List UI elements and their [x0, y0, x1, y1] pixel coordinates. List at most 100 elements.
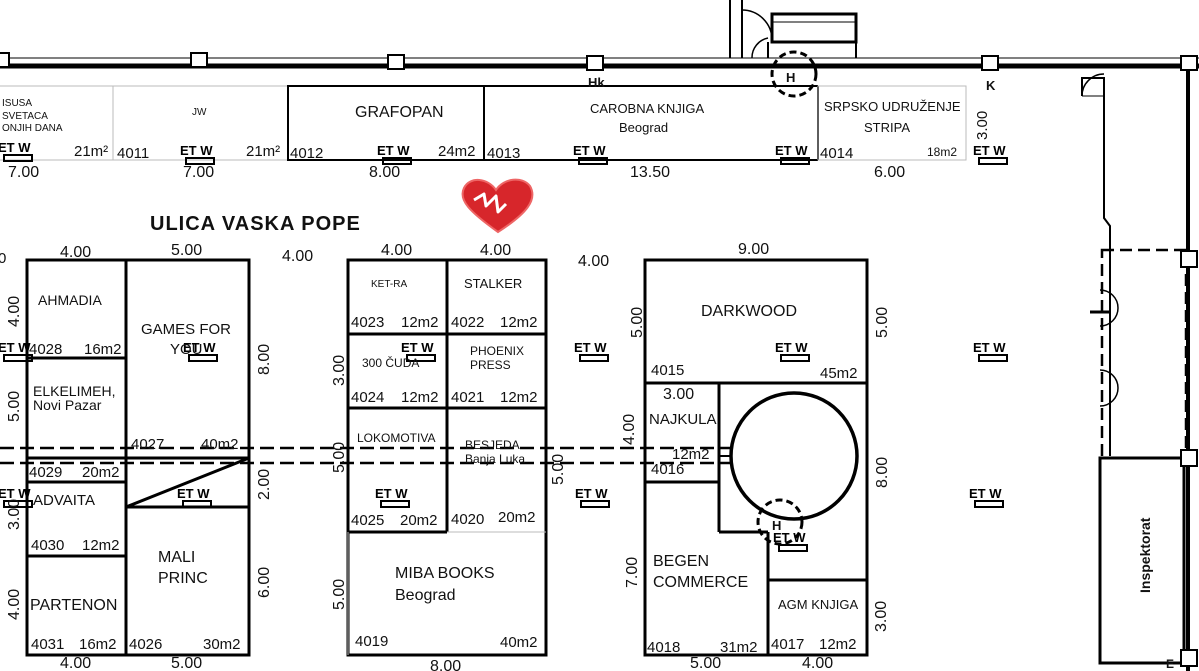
hydrant-symbol: H — [770, 50, 818, 98]
stand-label: YOU — [170, 341, 203, 358]
stand-number: 4014 — [820, 145, 853, 162]
dimension: 8.00 — [369, 164, 400, 181]
dimension: 6.00 — [874, 164, 905, 181]
dimension: 7.00 — [8, 164, 39, 181]
stand-label: SRPSKO UDRUŽENJE — [824, 99, 961, 114]
outlet-label: ET W — [775, 143, 808, 158]
dimension: 5.00 — [629, 307, 646, 338]
outlet-icon: ET W — [180, 143, 215, 165]
et-label-fragment: E — [1166, 657, 1174, 671]
stand-number: 4012 — [290, 145, 323, 162]
dimension: 7.00 — [624, 557, 641, 588]
stand-area: 21m² — [74, 143, 108, 160]
outlet-box — [182, 500, 212, 508]
dimension: 4.00 — [60, 244, 91, 261]
dimension: 5.00 — [171, 655, 202, 671]
stand-area: 24m2 — [438, 143, 476, 160]
outlet-icon: ET W — [0, 486, 33, 508]
stand-label: PARTENON — [30, 597, 117, 614]
stand-number: 4017 — [771, 636, 804, 653]
dimension: 9.00 — [738, 241, 769, 258]
outlet-icon: ET W — [573, 143, 608, 165]
stand-number: 4023 — [351, 314, 384, 331]
stand-area: 12m2 — [500, 389, 538, 406]
labels: ISUSA SVETACA ONJIH DANA 21m² 7.00 JW 40… — [0, 75, 1174, 671]
stand-label: COMMERCE — [653, 574, 748, 591]
outlet-box — [780, 354, 810, 362]
stand-number: 4030 — [31, 537, 64, 554]
stand-number: 4031 — [31, 636, 64, 653]
outlet-icon: ET W — [177, 486, 212, 508]
dimension: 4.00 — [480, 242, 511, 259]
outlet-box — [406, 354, 436, 362]
dimension: 2.00 — [256, 469, 273, 500]
dimension: 6.00 — [256, 567, 273, 598]
stand-area: 18m2 — [927, 145, 957, 159]
stand-area: 31m2 — [720, 639, 758, 656]
outlet-label: ET W — [183, 340, 216, 355]
outlet-icon: ET W — [377, 143, 412, 165]
stand-area: 20m2 — [400, 512, 438, 529]
stand-label: MIBA BOOKS — [395, 565, 495, 582]
dimension: 4.00 — [578, 253, 609, 270]
stand-label: AGM KNJIGA — [778, 597, 859, 612]
stand-label: CAROBNA KNJIGA — [590, 101, 704, 116]
outlet-icon: ET W — [969, 486, 1004, 508]
outlet-label: ET W — [574, 340, 607, 355]
outlet-box — [188, 354, 218, 362]
outlet-label: ET W — [575, 486, 608, 501]
stand-label: ELKELIMEH, — [33, 383, 115, 399]
outlet-icon: ET W — [973, 340, 1008, 362]
block-east — [643, 258, 869, 657]
stand-area: 12m2 — [82, 537, 120, 554]
stand-area: 40m2 — [500, 634, 538, 651]
outlet-box — [579, 354, 609, 362]
outlet-label: ET W — [775, 340, 808, 355]
dimension: 5.00 — [550, 454, 567, 485]
dimension: 8.00 — [256, 344, 273, 375]
dimension: 4.00 — [381, 242, 412, 259]
inspektorat-label: Inspektorat — [1137, 517, 1153, 593]
stand-number: 4020 — [451, 511, 484, 528]
outlet-label: ET W — [401, 340, 434, 355]
stand-number: 4021 — [451, 389, 484, 406]
dimension: 4.00 — [6, 589, 23, 620]
dimension: 5.00 — [690, 655, 721, 671]
outlet-box — [780, 157, 810, 165]
stand-number: 4027 — [131, 436, 164, 453]
outlet-label: ET W — [969, 486, 1002, 501]
outlet-icon: ET W — [0, 340, 33, 362]
stand-area: 12m2 — [672, 446, 710, 463]
stand-label: BESJEDA — [465, 438, 520, 452]
dimension: 0 — [0, 250, 6, 267]
stand-label: Beograd — [619, 120, 668, 135]
stand-label: PRESS — [470, 358, 511, 372]
dimension: 8.00 — [874, 457, 891, 488]
stand-label: STRIPA — [864, 120, 910, 135]
outlet-icon: ET W — [773, 530, 808, 552]
stand-area: 45m2 — [820, 365, 858, 382]
dimension: 3.00 — [663, 386, 694, 403]
stand-area: 12m2 — [819, 636, 857, 653]
dimension: 13.50 — [630, 164, 670, 181]
stand-area: 12m2 — [401, 389, 439, 406]
top-stands — [0, 85, 967, 161]
stand-area: 21m² — [246, 143, 280, 160]
stand-label: AHMADIA — [38, 292, 102, 308]
stand-label: KET-RA — [371, 279, 407, 290]
outlet-label: ET W — [773, 530, 806, 545]
outlet-box — [3, 354, 33, 362]
stand-area: 40m2 — [201, 436, 239, 453]
stand-number: 4026 — [129, 636, 162, 653]
dimension: 7.00 — [183, 164, 214, 181]
dimension: 5.00 — [331, 579, 348, 610]
dimension: 5.00 — [171, 242, 202, 259]
hk-label: Hk — [588, 75, 605, 90]
north-wall — [0, 52, 1199, 71]
outlet-icon: ET W — [401, 340, 436, 362]
outlet-label: ET W — [973, 143, 1006, 158]
outlet-box — [382, 157, 412, 165]
outlet-box — [978, 354, 1008, 362]
outlet-box — [380, 500, 410, 508]
